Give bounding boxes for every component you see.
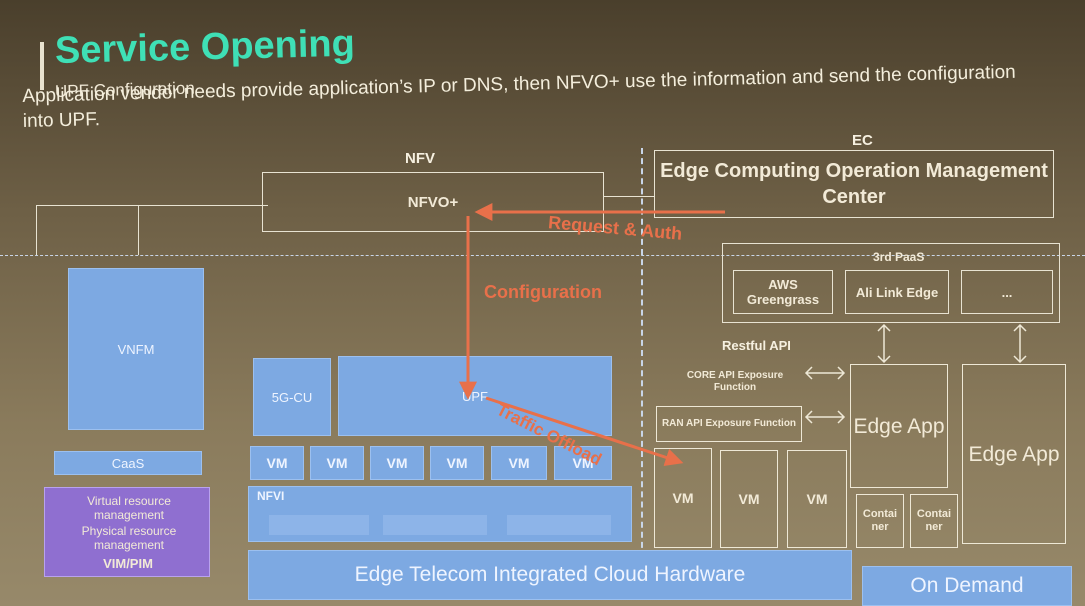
title-accent-bar [40, 42, 44, 90]
core-api-label: CORE API Exposure Function [686, 370, 784, 393]
container-2: Contai ner [910, 494, 958, 548]
physical-resource-label: Physical resource management [81, 524, 177, 552]
caas-block: CaaS [54, 451, 202, 475]
nfv-connector-mid [138, 205, 139, 255]
on-demand-block: On Demand [862, 566, 1072, 606]
nfvi-label: NFVI [257, 489, 285, 503]
configuration-label: Configuration [484, 282, 602, 302]
nfvo-box: NFVO+ [262, 172, 604, 232]
horizontal-divider [0, 255, 1085, 256]
nfv-vm-4: VM [430, 446, 484, 480]
edge-app-2: Edge App [962, 364, 1066, 544]
virtual-resource-label: Virtual resource management [87, 494, 171, 522]
nfv-connector-line [36, 205, 268, 206]
restful-api-label: Restful API [722, 338, 791, 353]
nfv-vm-5: VM [491, 446, 547, 480]
paas-item-more: ... [961, 270, 1053, 314]
paas-item-ali: Ali Link Edge [845, 270, 949, 314]
nfv-vm-3: VM [370, 446, 424, 480]
ec-section-label: EC [852, 132, 873, 149]
ran-api-double-arrow [804, 410, 846, 424]
ec-vm-1: VM [654, 448, 712, 548]
vim-pim-label: VIM/PIM [103, 556, 153, 571]
edge-app-1: Edge App [850, 364, 948, 488]
paas-app1-double-arrow [877, 323, 891, 364]
paas-title: 3rd PaaS [873, 250, 925, 264]
double-arrows [804, 323, 1027, 424]
nfvo-label: NFVO+ [407, 193, 459, 211]
hardware-block: Edge Telecom Integrated Cloud Hardware [248, 550, 852, 600]
nfvi-component-1 [269, 515, 369, 535]
container-1: Contai ner [856, 494, 904, 548]
nfvo-ec-connector [604, 196, 654, 197]
core-api-double-arrow [804, 366, 846, 380]
nfv-section-label: NFV [405, 150, 435, 167]
paas-item-aws: AWS Greengrass [733, 270, 833, 314]
cu-block: 5G-CU [253, 358, 331, 436]
nfvi-block: NFVI [248, 486, 632, 542]
ec-vm-3: VM [787, 450, 847, 548]
nfvi-component-2 [383, 515, 487, 535]
paas-app2-double-arrow [1013, 323, 1027, 364]
nfvi-component-3 [507, 515, 611, 535]
vertical-divider [641, 148, 643, 558]
nfv-vm-2: VM [310, 446, 364, 480]
vnfm-block: VNFM [68, 268, 204, 430]
ec-management-center: Edge Computing Operation Management Cent… [654, 150, 1054, 218]
traffic-arrow [485, 396, 684, 467]
ran-api-box: RAN API Exposure Function [656, 406, 802, 442]
nfv-vm-1: VM [250, 446, 304, 480]
ec-vm-2: VM [720, 450, 778, 548]
nfv-connector-left [36, 205, 37, 255]
paas-container: 3rd PaaS AWS Greengrass Ali Link Edge ..… [722, 243, 1060, 323]
vim-pim-block: Virtual resource management Physical res… [44, 487, 210, 577]
nfv-vm-6: VM [554, 446, 612, 480]
